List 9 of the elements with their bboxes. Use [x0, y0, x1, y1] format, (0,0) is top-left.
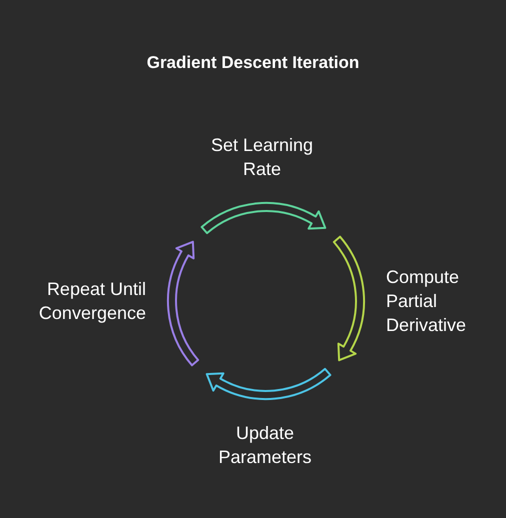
- curved-arrow: [332, 236, 365, 362]
- curved-arrow: [206, 368, 332, 400]
- step-label: Repeat Until Convergence: [38, 278, 146, 325]
- step-label: Compute Partial Derivative: [386, 266, 468, 337]
- curved-arrow: [167, 240, 200, 366]
- step-label: Update Parameters: [217, 422, 313, 469]
- step-label: Set Learning Rate: [210, 134, 314, 181]
- curved-arrow: [200, 202, 326, 234]
- diagram-title: Gradient Descent Iteration: [146, 52, 360, 74]
